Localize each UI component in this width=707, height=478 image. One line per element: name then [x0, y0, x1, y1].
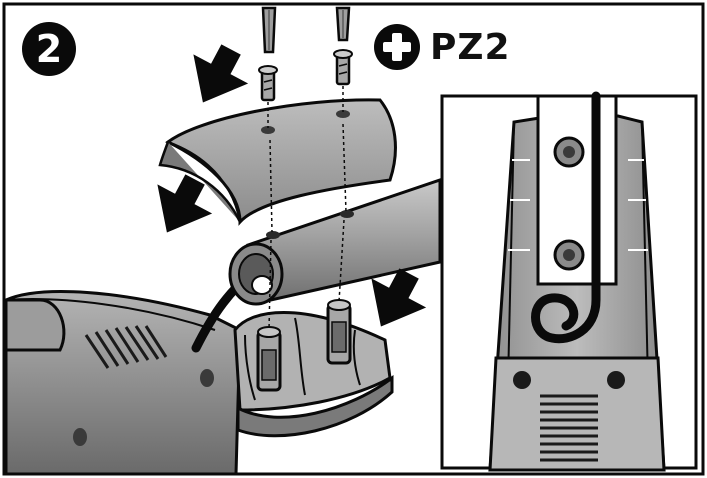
- screwdriver-right: [335, 6, 351, 42]
- alignment-lines: [267, 86, 347, 331]
- screw-right: [333, 49, 353, 86]
- screw-bushing-right: [326, 299, 352, 365]
- step-number-badge: 2: [22, 22, 76, 76]
- direction-arrows: [157, 44, 427, 327]
- screwdriver-left: [261, 6, 277, 54]
- detail-inset: [440, 91, 698, 472]
- motor-housing: [4, 290, 242, 476]
- screw-bushing-left: [256, 326, 282, 392]
- screw-left: [258, 65, 278, 102]
- clamp-screw-bottom: [553, 239, 585, 271]
- cable-loop: [531, 91, 601, 344]
- cable-clamp-cover: [158, 98, 397, 226]
- screwdriver-bit-indicator: PZ2: [374, 20, 511, 74]
- vent-grille: [540, 394, 598, 462]
- handle-tube: [228, 177, 442, 306]
- arrow-down-icon: [157, 174, 213, 233]
- arrow-down-icon: [193, 44, 249, 103]
- arrow-down-icon: [371, 268, 427, 327]
- bit-size-label: PZ2: [430, 26, 511, 68]
- phillips-plus-icon: [374, 24, 420, 70]
- clamp-screw-top: [553, 136, 585, 168]
